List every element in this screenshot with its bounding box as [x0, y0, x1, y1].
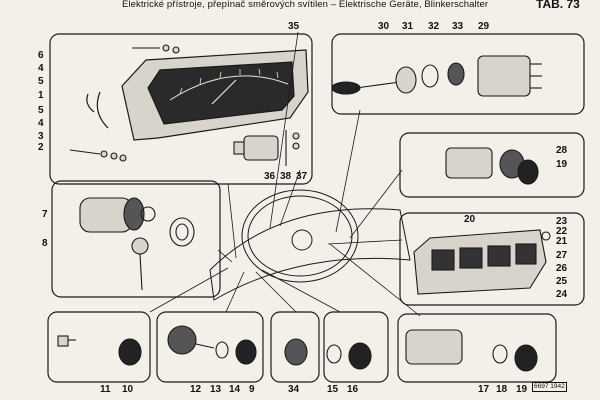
panel-push-button: [323, 311, 389, 383]
callout-1: 1: [38, 90, 44, 101]
callout-24: 24: [556, 289, 568, 300]
instrument-cluster: [86, 49, 309, 141]
callout-32: 32: [428, 21, 440, 32]
callout-7: 7: [42, 209, 48, 220]
callout-35: 35: [288, 21, 300, 32]
callout-25: 25: [556, 276, 568, 287]
callout-13: 13: [210, 384, 222, 395]
callout-37: 37: [296, 171, 308, 182]
callout-15: 15: [327, 384, 339, 395]
panel-socket: [399, 132, 585, 198]
ignition-lock: [79, 197, 195, 291]
callout-29: 29: [478, 21, 490, 32]
callout-33: 33: [452, 21, 464, 32]
figure-code: 6697 1942: [532, 382, 567, 392]
callout-18: 18: [496, 384, 508, 395]
callout-30: 30: [378, 21, 390, 32]
callout-19: 19: [556, 159, 568, 170]
callout-22: 22: [556, 226, 568, 237]
callout-27: 27: [556, 250, 568, 261]
callout-21: 21: [556, 236, 568, 247]
panel-switch-box: [397, 313, 557, 383]
callout-5: 5: [38, 76, 44, 87]
callout-12: 12: [190, 384, 202, 395]
panel-rheostat: [156, 311, 264, 383]
table-number: TAB. 73: [536, 0, 580, 11]
callout-23: 23: [556, 216, 568, 227]
callout-26: 26: [556, 263, 568, 274]
panel-knob-left: [47, 311, 151, 383]
callout-17: 17: [478, 384, 490, 395]
blinker-switch: [331, 55, 542, 97]
bottom-components: [57, 325, 538, 372]
panel-instrument-cluster: [49, 33, 313, 185]
callout-6: 6: [38, 50, 44, 61]
callout-11: 11: [100, 384, 111, 395]
callout-16: 16: [347, 384, 359, 395]
callout-31: 31: [402, 21, 414, 32]
callout-4b: 4: [38, 118, 44, 129]
callout-8: 8: [42, 238, 48, 249]
panel-switch-knob: [270, 311, 320, 383]
panel-ignition-lock: [51, 180, 221, 298]
callout-3: 3: [38, 131, 44, 142]
callout-10: 10: [122, 384, 134, 395]
callout-20: 20: [464, 214, 476, 225]
page-title: Elektrické přístroje, přepínač směrových…: [122, 0, 489, 10]
switch-bank: [413, 229, 551, 295]
callout-19b: 19: [516, 384, 528, 395]
page-header: Elektrické přístroje, přepínač směrových…: [0, 0, 600, 14]
socket-assembly: [445, 147, 539, 185]
callout-9: 9: [249, 384, 255, 395]
callout-2: 2: [38, 142, 44, 153]
callout-38: 38: [280, 171, 292, 182]
callout-34: 34: [288, 384, 300, 395]
callout-5b: 5: [38, 105, 44, 116]
callout-28: 28: [556, 145, 568, 156]
callout-4: 4: [38, 63, 44, 74]
panel-blinker-switch: [331, 33, 585, 115]
callout-36: 36: [264, 171, 276, 182]
callout-14: 14: [229, 384, 241, 395]
gauge-sender: [233, 130, 300, 166]
